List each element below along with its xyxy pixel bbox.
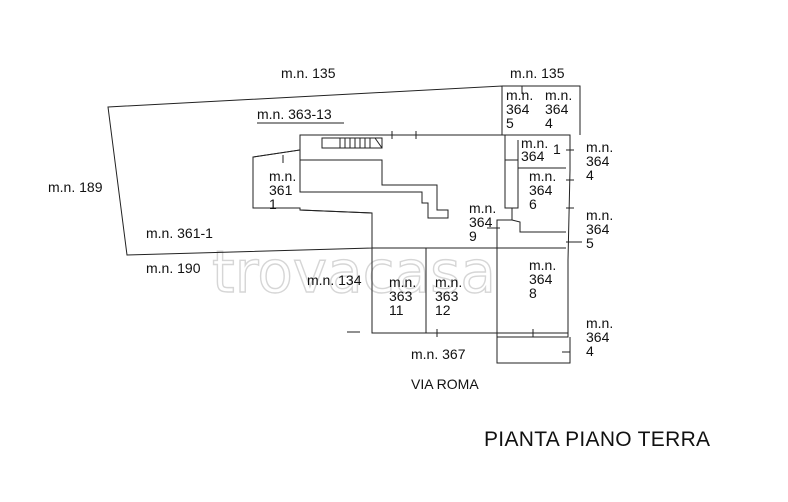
- label-mn-190: m.n. 190: [146, 260, 201, 276]
- label-mn-364-5b-a: m.n.: [586, 207, 613, 223]
- label-mn-135-right: m.n. 135: [510, 65, 565, 81]
- staircase: [321, 137, 383, 149]
- label-mn-364-8-c: 8: [529, 285, 537, 301]
- label-mn-364-4c-a: m.n.: [586, 315, 613, 331]
- label-mn-364-9-c: 9: [469, 228, 477, 244]
- parcel-364-4-bottom: [496, 337, 571, 364]
- label-mn-364-5-b: 364: [506, 101, 530, 117]
- label-mn-364-4b-a: m.n.: [586, 139, 613, 155]
- parcel-364-column: [502, 85, 581, 330]
- label-mn-364-4c-c: 4: [586, 343, 594, 359]
- label-mn-364-4a-c: 4: [545, 115, 553, 131]
- label-mn-363-12-b: 363: [435, 288, 459, 304]
- inner-corridor: [299, 150, 449, 219]
- label-mn-134: m.n. 134: [307, 272, 362, 288]
- label-mn-364-9-b: 364: [469, 214, 493, 230]
- label-mn-364-4a-a: m.n.: [545, 87, 572, 103]
- label-mn-364-6-c: 6: [529, 196, 537, 212]
- label-mn-364-4b-c: 4: [586, 167, 594, 183]
- label-via-roma: VIA ROMA: [411, 376, 479, 392]
- label-mn-364-9-a: m.n.: [469, 200, 496, 216]
- label-mn-361-1-a: m.n.: [269, 168, 296, 184]
- label-mn-364-4c-b: 364: [586, 329, 610, 345]
- label-mn-364-5-c: 5: [506, 115, 514, 131]
- label-mn-364-4b-b: 364: [586, 153, 610, 169]
- label-mn-364-1-a: m.n.: [521, 135, 548, 151]
- stair-steps: [339, 137, 383, 149]
- label-mn-361-1-left: m.n. 361-1: [146, 225, 213, 241]
- label-mn-364-1-b: 364: [521, 148, 545, 164]
- label-mn-363-12-c: 12: [435, 302, 451, 318]
- label-mn-135-top: m.n. 135: [281, 65, 336, 81]
- label-mn-367: m.n. 367: [411, 346, 466, 362]
- label-mn-364-1-c: 1: [553, 141, 561, 157]
- boundary-ticks: [282, 86, 582, 353]
- building-outline: [252, 134, 513, 249]
- label-mn-364-4a-b: 364: [545, 101, 569, 117]
- label-mn-364-5-a: m.n.: [506, 87, 533, 103]
- label-mn-364-5b-c: 5: [586, 235, 594, 251]
- label-mn-363-11-b: 363: [389, 288, 413, 304]
- label-mn-361-1-c: 1: [269, 196, 277, 212]
- parcel-364-6: [511, 168, 566, 233]
- plan-title: PIANTA PIANO TERRA: [484, 428, 710, 451]
- label-mn-361-1-b: 361: [269, 182, 293, 198]
- label-mn-363-13: m.n. 363-13: [257, 106, 332, 122]
- label-mn-364-6-b: 364: [529, 182, 553, 198]
- label-mn-364-5b-b: 364: [586, 221, 610, 237]
- label-mn-363-11-a: m.n.: [389, 274, 416, 290]
- label-mn-189: m.n. 189: [48, 179, 103, 195]
- label-mn-363-12-a: m.n.: [435, 274, 462, 290]
- label-mn-364-8-a: m.n.: [529, 257, 556, 273]
- label-mn-364-8-b: 364: [529, 271, 553, 287]
- street-line: [347, 331, 568, 334]
- label-mn-364-6-a: m.n.: [529, 168, 556, 184]
- label-mn-363-11-c: 11: [389, 302, 404, 318]
